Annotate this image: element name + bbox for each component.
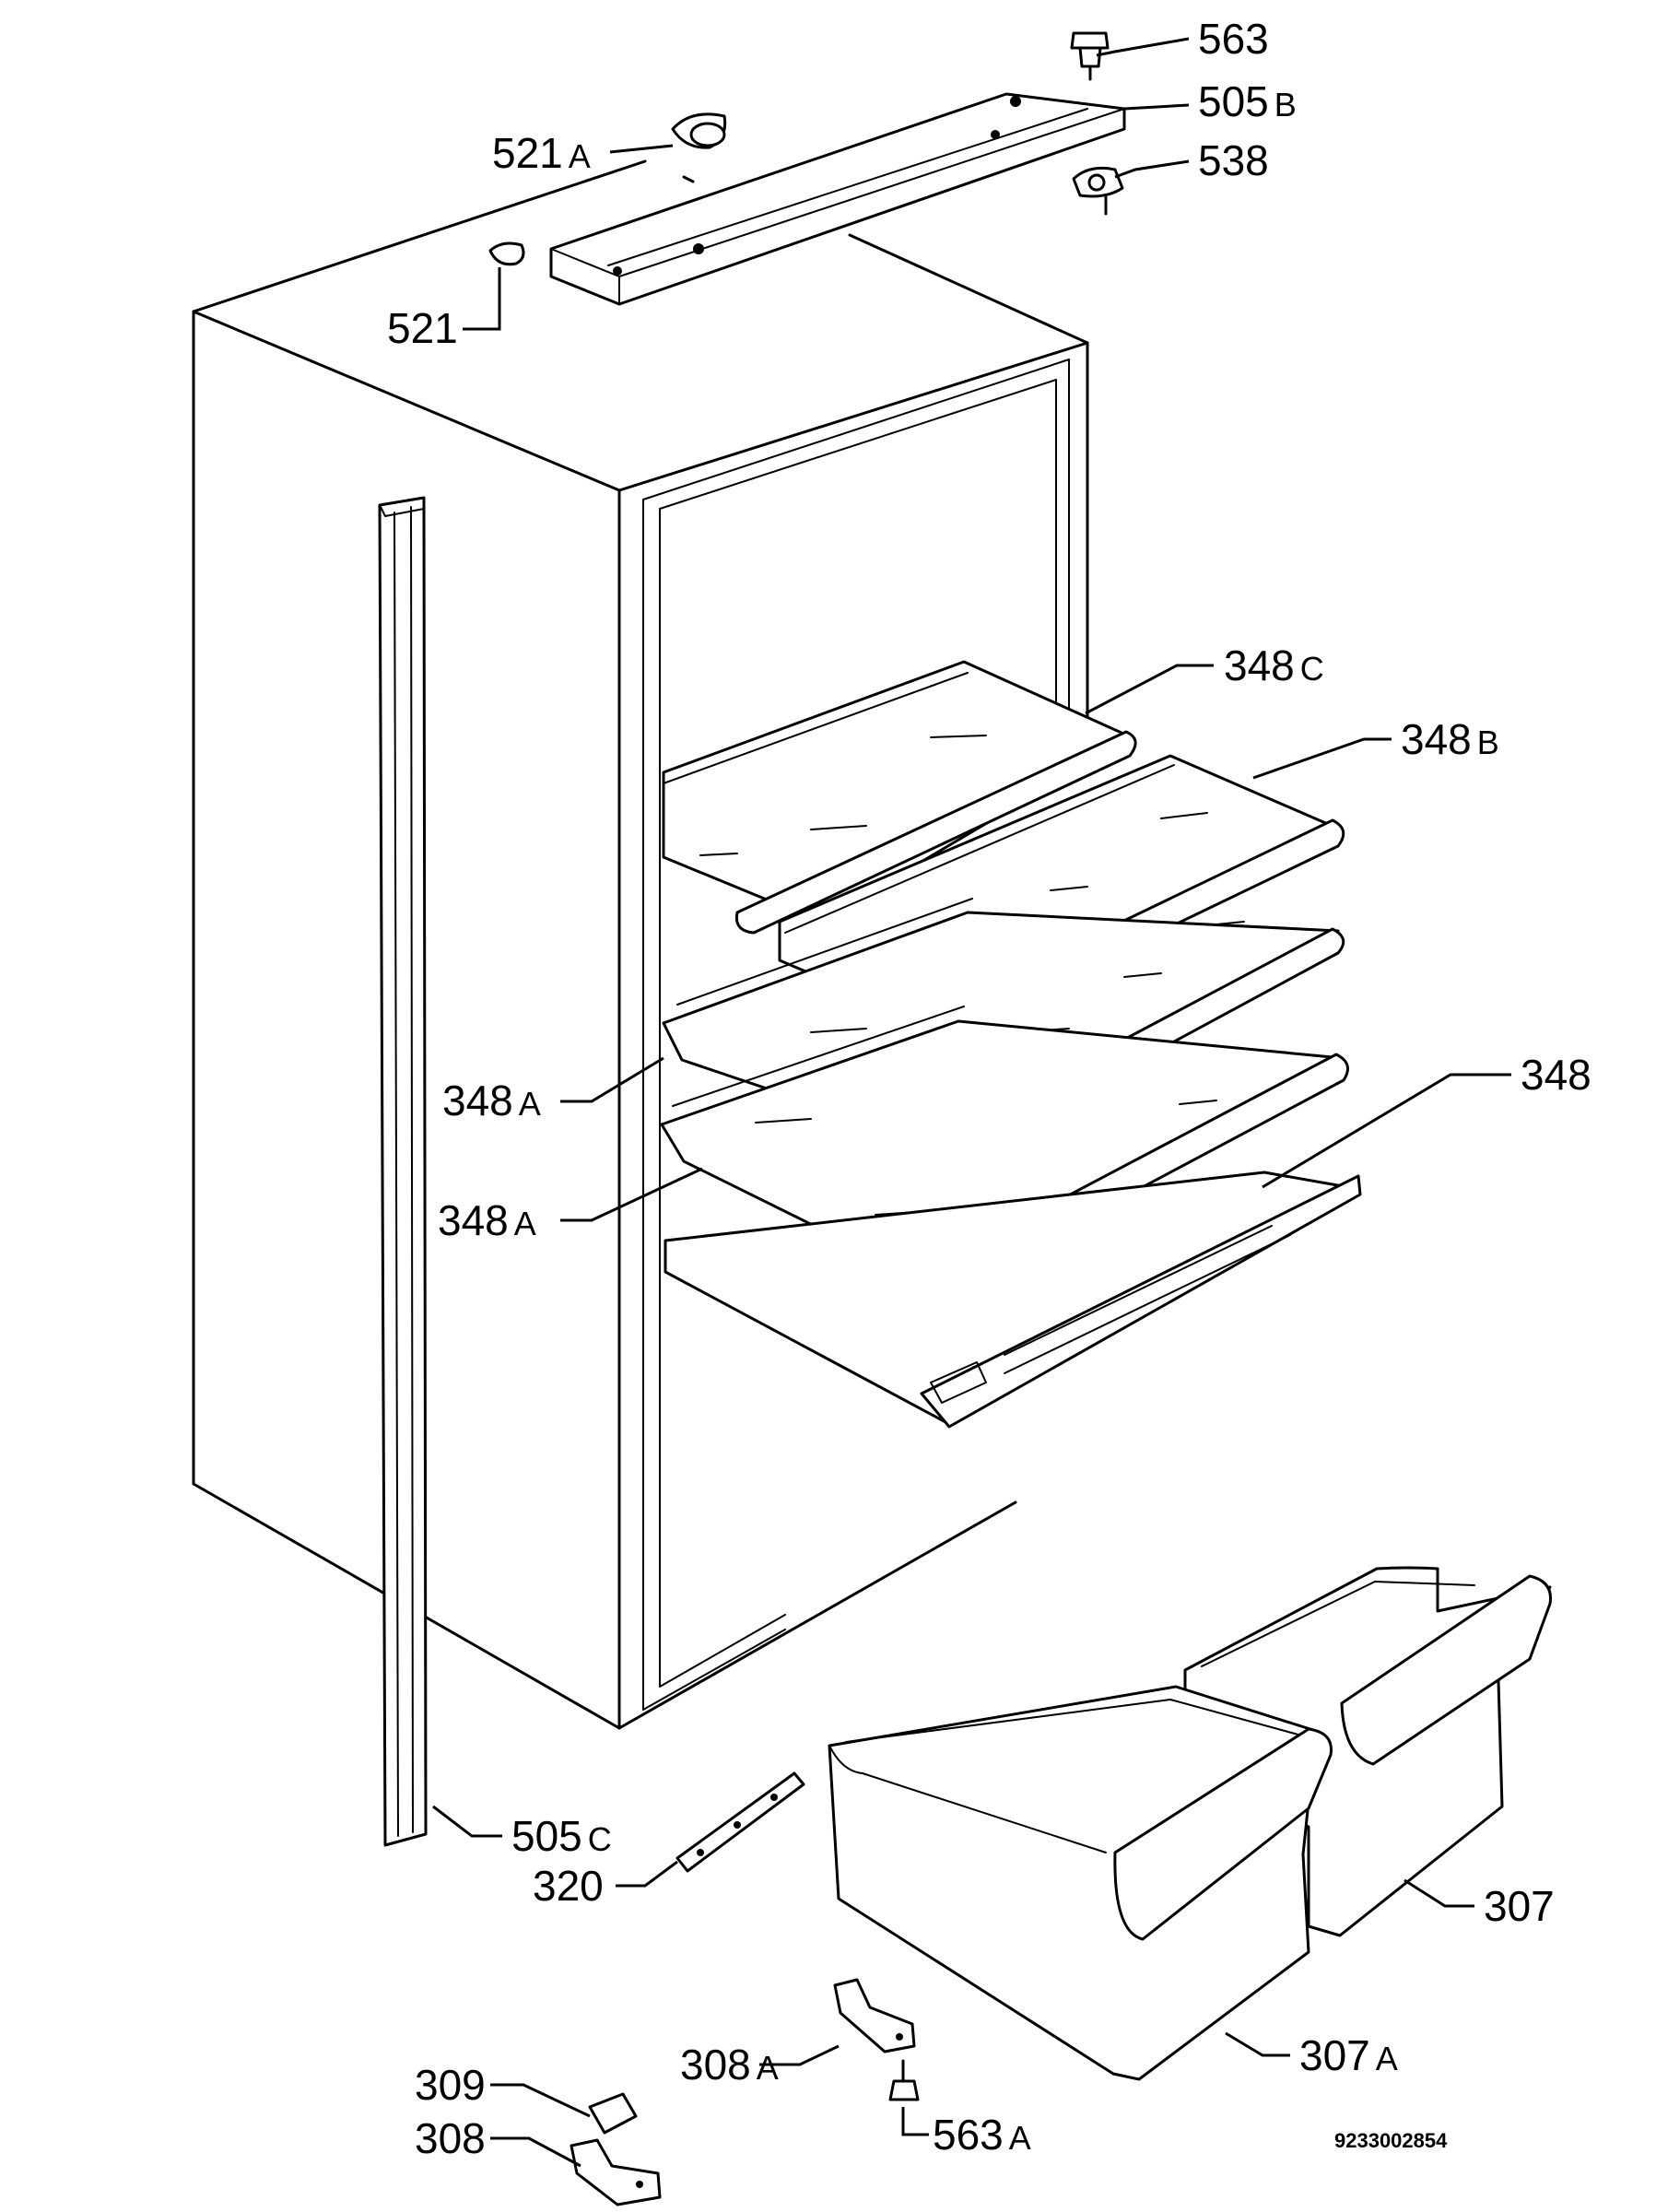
drawing-code: 9233002854 <box>1334 2129 1448 2152</box>
bracket-308A <box>833 1978 916 2053</box>
door-seal-strip <box>378 496 428 1847</box>
screw-563A <box>888 2059 920 2101</box>
door-bin-307A <box>828 1685 1333 2081</box>
refrigerator-cabinet <box>192 159 1089 1730</box>
label-521: 521 <box>387 304 458 352</box>
hinge-pin-538 <box>1072 166 1124 216</box>
screw-563 <box>1070 31 1110 81</box>
label-307: 307 <box>1484 1882 1555 1930</box>
rail-320 <box>675 1771 805 1873</box>
cap-521A <box>671 112 727 149</box>
glass-shelf-348C <box>662 660 1137 935</box>
clip-309 <box>588 2092 638 2135</box>
bottom-shelf-348 <box>664 1171 1362 1429</box>
leader-lines <box>432 37 1511 2168</box>
label-348: 348 <box>1521 1051 1591 1099</box>
label-538: 538 <box>1198 136 1269 184</box>
bracket-308 <box>570 2138 662 2206</box>
cap-521 <box>488 241 525 266</box>
label-309: 309 <box>415 2061 486 2109</box>
top-hinge-rail <box>549 92 1126 306</box>
label-308: 308 <box>415 2114 486 2162</box>
door-bin-307 <box>1183 1566 1553 1937</box>
label-563: 563 <box>1198 15 1269 63</box>
label-320: 320 <box>533 1862 604 1910</box>
